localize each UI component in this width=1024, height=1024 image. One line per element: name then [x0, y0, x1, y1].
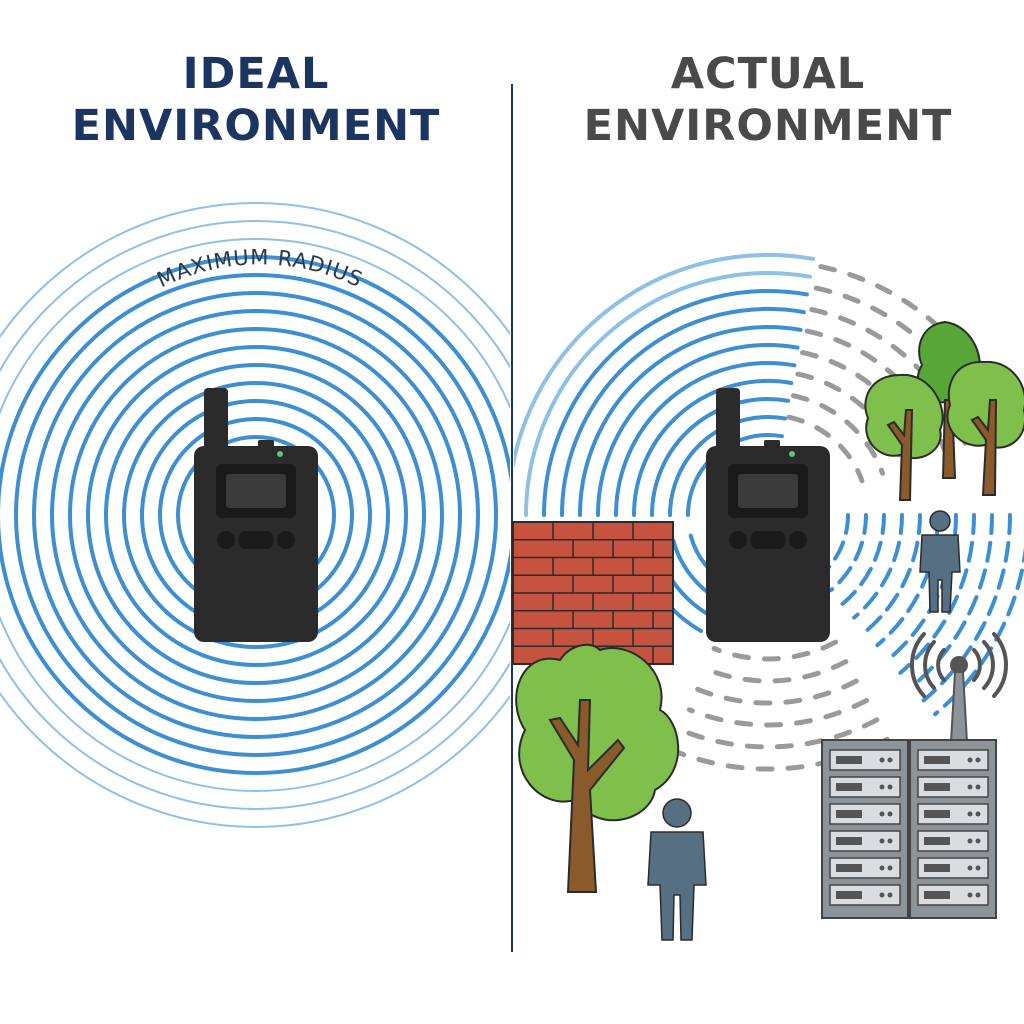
signal-ring	[68, 327, 444, 703]
signal-ring	[86, 345, 426, 685]
interference-arc	[790, 393, 886, 476]
brick-wall-icon	[512, 521, 674, 665]
signal-ring	[50, 309, 462, 721]
actual-environment-heading: ACTUAL ENVIRONMENT	[512, 48, 1024, 152]
interference-arc	[786, 414, 865, 484]
signal-arc	[514, 253, 816, 471]
signal-ring	[14, 273, 498, 757]
signal-arc	[921, 513, 1012, 703]
signal-arc	[898, 513, 976, 675]
signal-arc	[875, 513, 940, 648]
signal-arc	[863, 513, 922, 634]
interference-arc	[703, 659, 849, 684]
walkie-talkie-icon	[706, 388, 830, 642]
interference-arc	[695, 678, 859, 706]
signal-ring	[122, 381, 390, 649]
signal-arc	[829, 513, 868, 593]
signal-arc	[668, 415, 787, 517]
cell-tower-icon	[910, 632, 1008, 743]
signal-arc	[910, 513, 994, 689]
signal-arc	[578, 325, 803, 517]
signal-arc	[632, 379, 794, 517]
person-icon	[647, 798, 707, 941]
ideal-signal-waves	[0, 202, 510, 828]
tree-icon	[864, 373, 944, 501]
signal-arc	[614, 361, 797, 517]
tree-icon	[946, 360, 1024, 496]
signal-arc	[650, 397, 791, 517]
ideal-heading-line2: ENVIRONMENT	[71, 101, 441, 151]
signal-ring	[0, 202, 510, 828]
person-icon	[919, 510, 961, 613]
signal-arc	[560, 306, 806, 517]
interference-arc	[678, 717, 880, 750]
signal-arc	[886, 513, 958, 661]
server-rack-icon	[821, 739, 997, 919]
signal-ring	[0, 238, 510, 792]
tree-icon	[515, 643, 680, 893]
interference-arc	[711, 639, 839, 662]
signal-arc	[524, 271, 812, 517]
signal-arc	[840, 513, 887, 606]
signal-arc	[596, 343, 800, 517]
interference-arc	[686, 697, 870, 728]
ideal-environment-heading: IDEAL ENVIRONMENT	[0, 48, 512, 152]
actual-heading-line1: ACTUAL	[670, 49, 866, 99]
actual-signal-waves	[514, 253, 1024, 717]
ideal-heading-line1: IDEAL	[182, 49, 330, 99]
signal-ring	[32, 291, 480, 739]
signal-arc	[852, 513, 904, 620]
signal-ring	[0, 255, 510, 775]
signal-ring	[104, 363, 408, 667]
interference-arc	[813, 285, 989, 439]
walkie-talkie-icon	[194, 388, 318, 642]
signal-ring	[0, 220, 510, 810]
actual-heading-line2: ENVIRONMENT	[583, 101, 953, 151]
signal-arc	[542, 289, 809, 517]
